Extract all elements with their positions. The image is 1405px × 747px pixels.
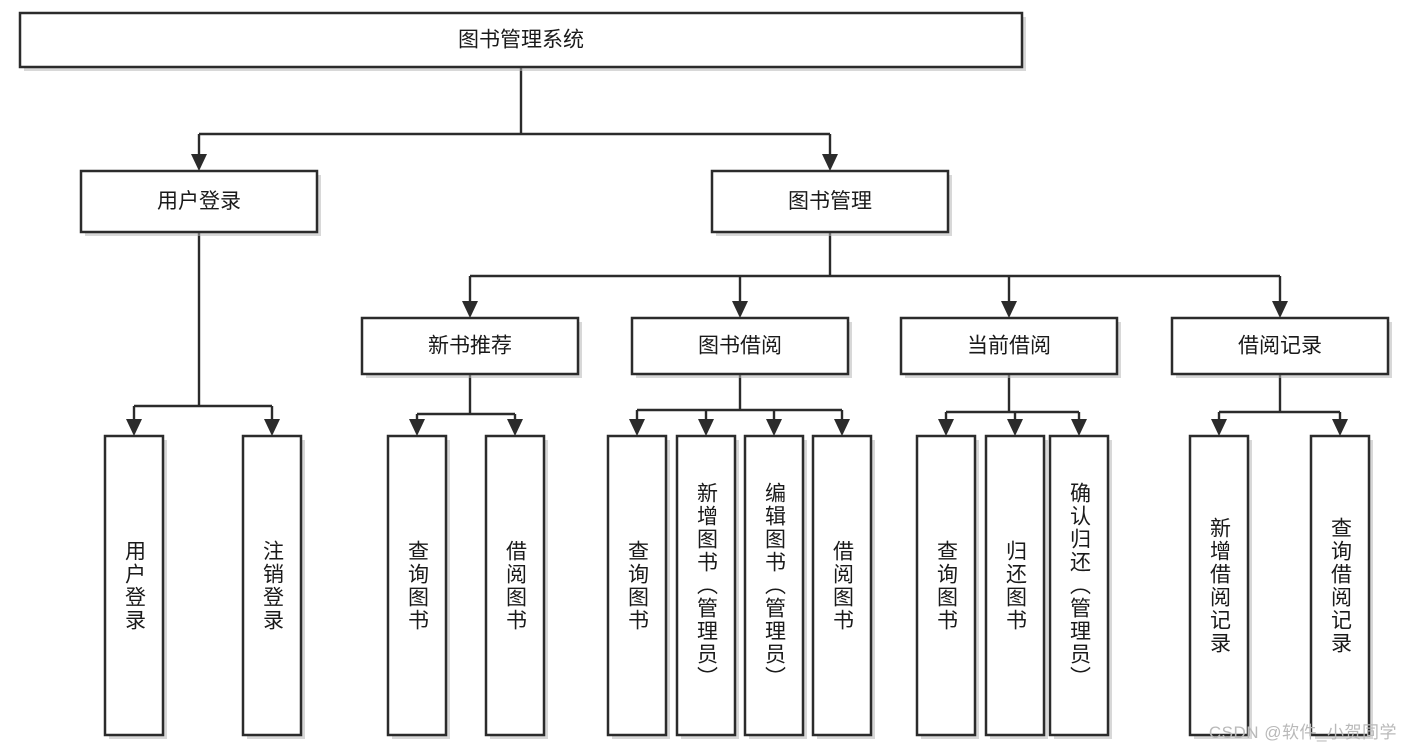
arrowhead-l3-2-2 [1071,419,1087,436]
arrowhead-root-0 [191,154,207,171]
arrowhead-l3-0-1 [507,419,523,436]
arrowhead-l3-2-0 [938,419,954,436]
node-level3-label-1: 图书借阅 [698,335,782,358]
csdn-watermark: CSDN @软件_小贺同学 [1208,723,1397,742]
leaf-box-9[interactable] [984,434,1046,737]
node-root-label: 图书管理系统 [458,29,584,52]
arrowhead-user-leaf-0 [126,419,142,436]
leaf-box-5[interactable] [675,434,737,737]
arrowhead-l3-3-0 [1211,419,1227,436]
leaf-box-10[interactable] [1048,434,1110,737]
arrowhead-l3-1-1 [698,419,714,436]
arrowhead-l3-1-2 [766,419,782,436]
node-level3-label-0: 新书推荐 [428,335,512,358]
leaf-box-7[interactable] [811,434,873,737]
node-level3-label-2: 当前借阅 [967,335,1051,358]
leaf-box-1[interactable] [241,434,303,737]
node-level2-label-1: 图书管理 [788,190,872,213]
arrowhead-level3-3 [1272,301,1288,318]
node-level3-2[interactable] [899,316,1119,376]
arrowhead-l3-1-0 [629,419,645,436]
arrow-layer [126,154,1348,436]
node-root[interactable] [18,11,1024,69]
connector-layer [132,67,1342,419]
arrowhead-l3-1-3 [834,419,850,436]
arrowhead-l3-3-1 [1332,419,1348,436]
arrowhead-level3-1 [732,301,748,318]
arrowhead-root-1 [822,154,838,171]
leaf-box-6[interactable] [743,434,805,737]
arrowhead-level3-0 [462,301,478,318]
leaf-box-12[interactable] [1309,434,1371,737]
node-level2-1[interactable] [710,169,950,234]
leaf-box-11[interactable] [1188,434,1250,737]
arrowhead-level3-2 [1001,301,1017,318]
node-level3-0[interactable] [360,316,580,376]
leaf-box-0[interactable] [103,434,165,737]
arrowhead-l3-2-1 [1007,419,1023,436]
leaf-box-8[interactable] [915,434,977,737]
node-level3-1[interactable] [630,316,850,376]
node-level2-0[interactable] [79,169,319,234]
node-layer [18,11,1392,739]
node-level2-label-0: 用户登录 [157,190,241,213]
node-level3-3[interactable] [1170,316,1390,376]
node-level3-label-3: 借阅记录 [1238,335,1322,358]
leaf-box-3[interactable] [484,434,546,737]
leaf-box-4[interactable] [606,434,668,737]
arrowhead-l3-0-0 [409,419,425,436]
arrowhead-user-leaf-1 [264,419,280,436]
leaf-box-2[interactable] [386,434,448,737]
